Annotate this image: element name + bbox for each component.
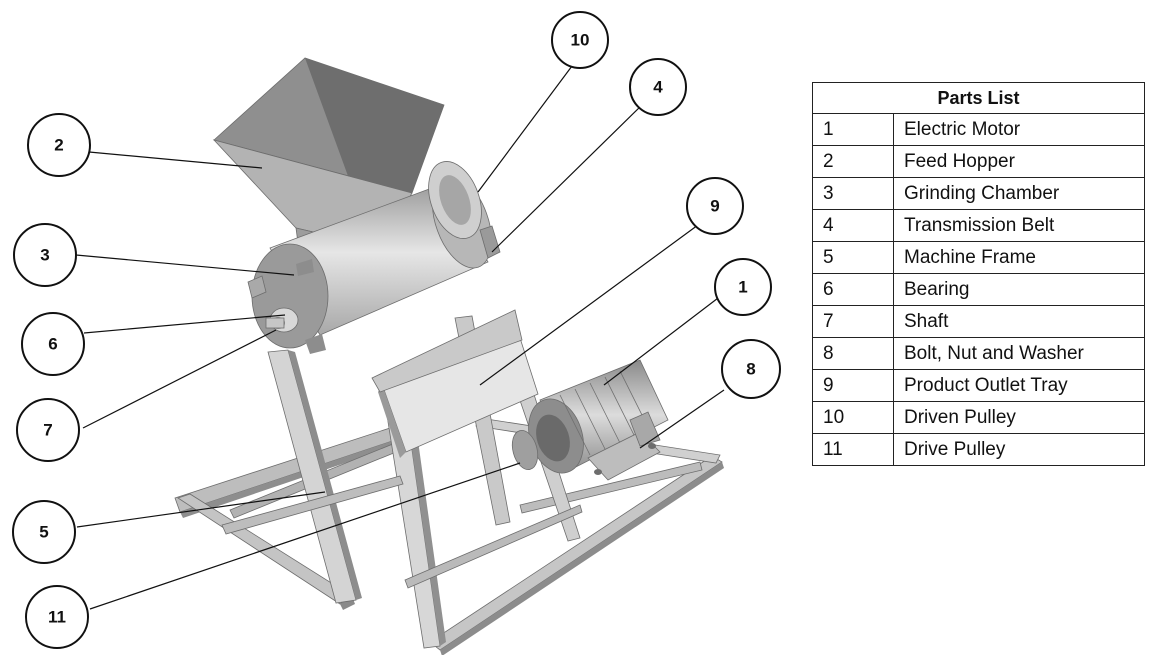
callout-7: 7	[16, 398, 80, 462]
part-number: 9	[812, 369, 894, 402]
svg-text:10: 10	[571, 31, 590, 50]
callout-4: 4	[629, 58, 687, 116]
callout-11: 11	[25, 585, 89, 649]
svg-text:7: 7	[43, 421, 52, 440]
callout-5: 5	[12, 500, 76, 564]
part-name: Grinding Chamber	[893, 177, 1145, 210]
callout-2: 2	[27, 113, 91, 177]
part-number: 4	[812, 209, 894, 242]
part-number: 8	[812, 337, 894, 370]
part-number: 5	[812, 241, 894, 274]
svg-text:11: 11	[48, 608, 66, 627]
part-name: Shaft	[893, 305, 1145, 338]
part-name: Driven Pulley	[893, 401, 1145, 434]
leader-lines	[75, 65, 725, 610]
part-name: Bearing	[893, 273, 1145, 306]
callout-1: 1	[714, 258, 772, 316]
parts-list-header-row: Parts List	[812, 82, 1145, 114]
parts-list-title: Parts List	[812, 82, 1145, 114]
callout-10: 10	[551, 11, 609, 69]
shaft	[265, 317, 285, 329]
callout-6: 6	[21, 312, 85, 376]
svg-text:2: 2	[54, 136, 63, 155]
part-number: 3	[812, 177, 894, 210]
part-name: Feed Hopper	[893, 145, 1145, 178]
part-name: Product Outlet Tray	[893, 369, 1145, 402]
part-number: 2	[812, 145, 894, 178]
svg-text:6: 6	[48, 335, 57, 354]
part-number: 1	[812, 113, 894, 146]
callout-3: 3	[13, 223, 77, 287]
svg-text:1: 1	[738, 278, 747, 297]
part-name: Electric Motor	[893, 113, 1145, 146]
transmission-belt	[479, 225, 501, 259]
electric-motor	[528, 359, 669, 481]
drive-pulley	[511, 430, 539, 470]
svg-text:4: 4	[653, 78, 663, 97]
bolt-nut-washer	[594, 443, 656, 475]
callout-8: 8	[721, 339, 781, 399]
part-number: 10	[812, 401, 894, 434]
svg-text:9: 9	[710, 197, 719, 216]
part-number: 6	[812, 273, 894, 306]
part-number: 7	[812, 305, 894, 338]
svg-text:3: 3	[40, 246, 49, 265]
part-name: Drive Pulley	[893, 433, 1145, 466]
product-outlet-tray	[371, 309, 539, 458]
callout-9: 9	[686, 177, 744, 235]
part-number: 11	[812, 433, 894, 466]
svg-text:8: 8	[746, 360, 755, 379]
part-name: Bolt, Nut and Washer	[893, 337, 1145, 370]
svg-text:5: 5	[39, 523, 48, 542]
part-name: Machine Frame	[893, 241, 1145, 274]
part-name: Transmission Belt	[893, 209, 1145, 242]
driven-pulley	[428, 161, 482, 239]
